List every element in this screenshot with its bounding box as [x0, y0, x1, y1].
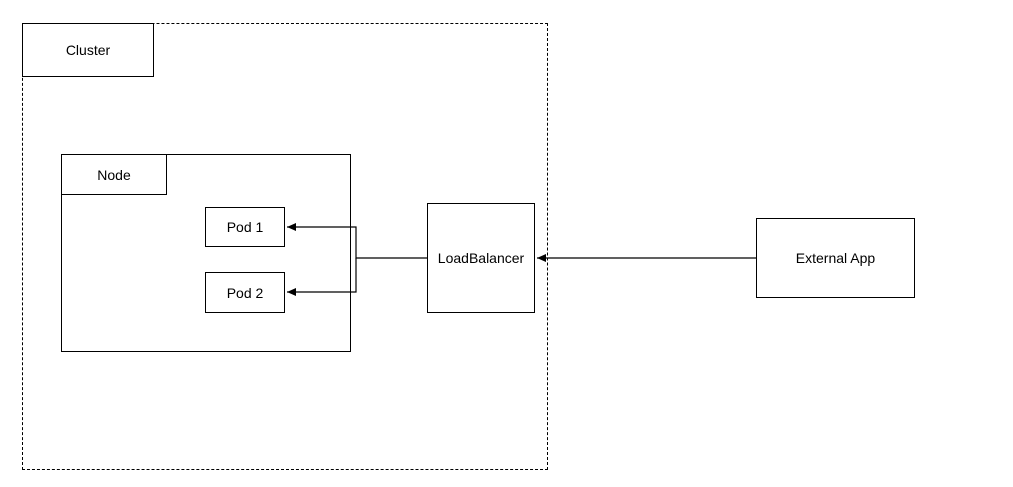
cluster-boundary: [22, 23, 548, 470]
node-label: Node: [61, 154, 167, 195]
pod-1-box: Pod 1: [205, 207, 285, 247]
cluster-label: Cluster: [22, 23, 154, 77]
external-app-box: External App: [756, 218, 915, 298]
cluster-label-text: Cluster: [65, 42, 111, 58]
pod-2-label: Pod 2: [226, 284, 264, 301]
node-label-text: Node: [97, 166, 131, 183]
load-balancer-label: LoadBalancer: [437, 250, 525, 266]
pod-1-label: Pod 1: [226, 219, 264, 235]
pod-2-box: Pod 2: [205, 272, 285, 313]
external-app-label: External App: [795, 250, 876, 266]
load-balancer-box: LoadBalancer: [427, 203, 535, 313]
